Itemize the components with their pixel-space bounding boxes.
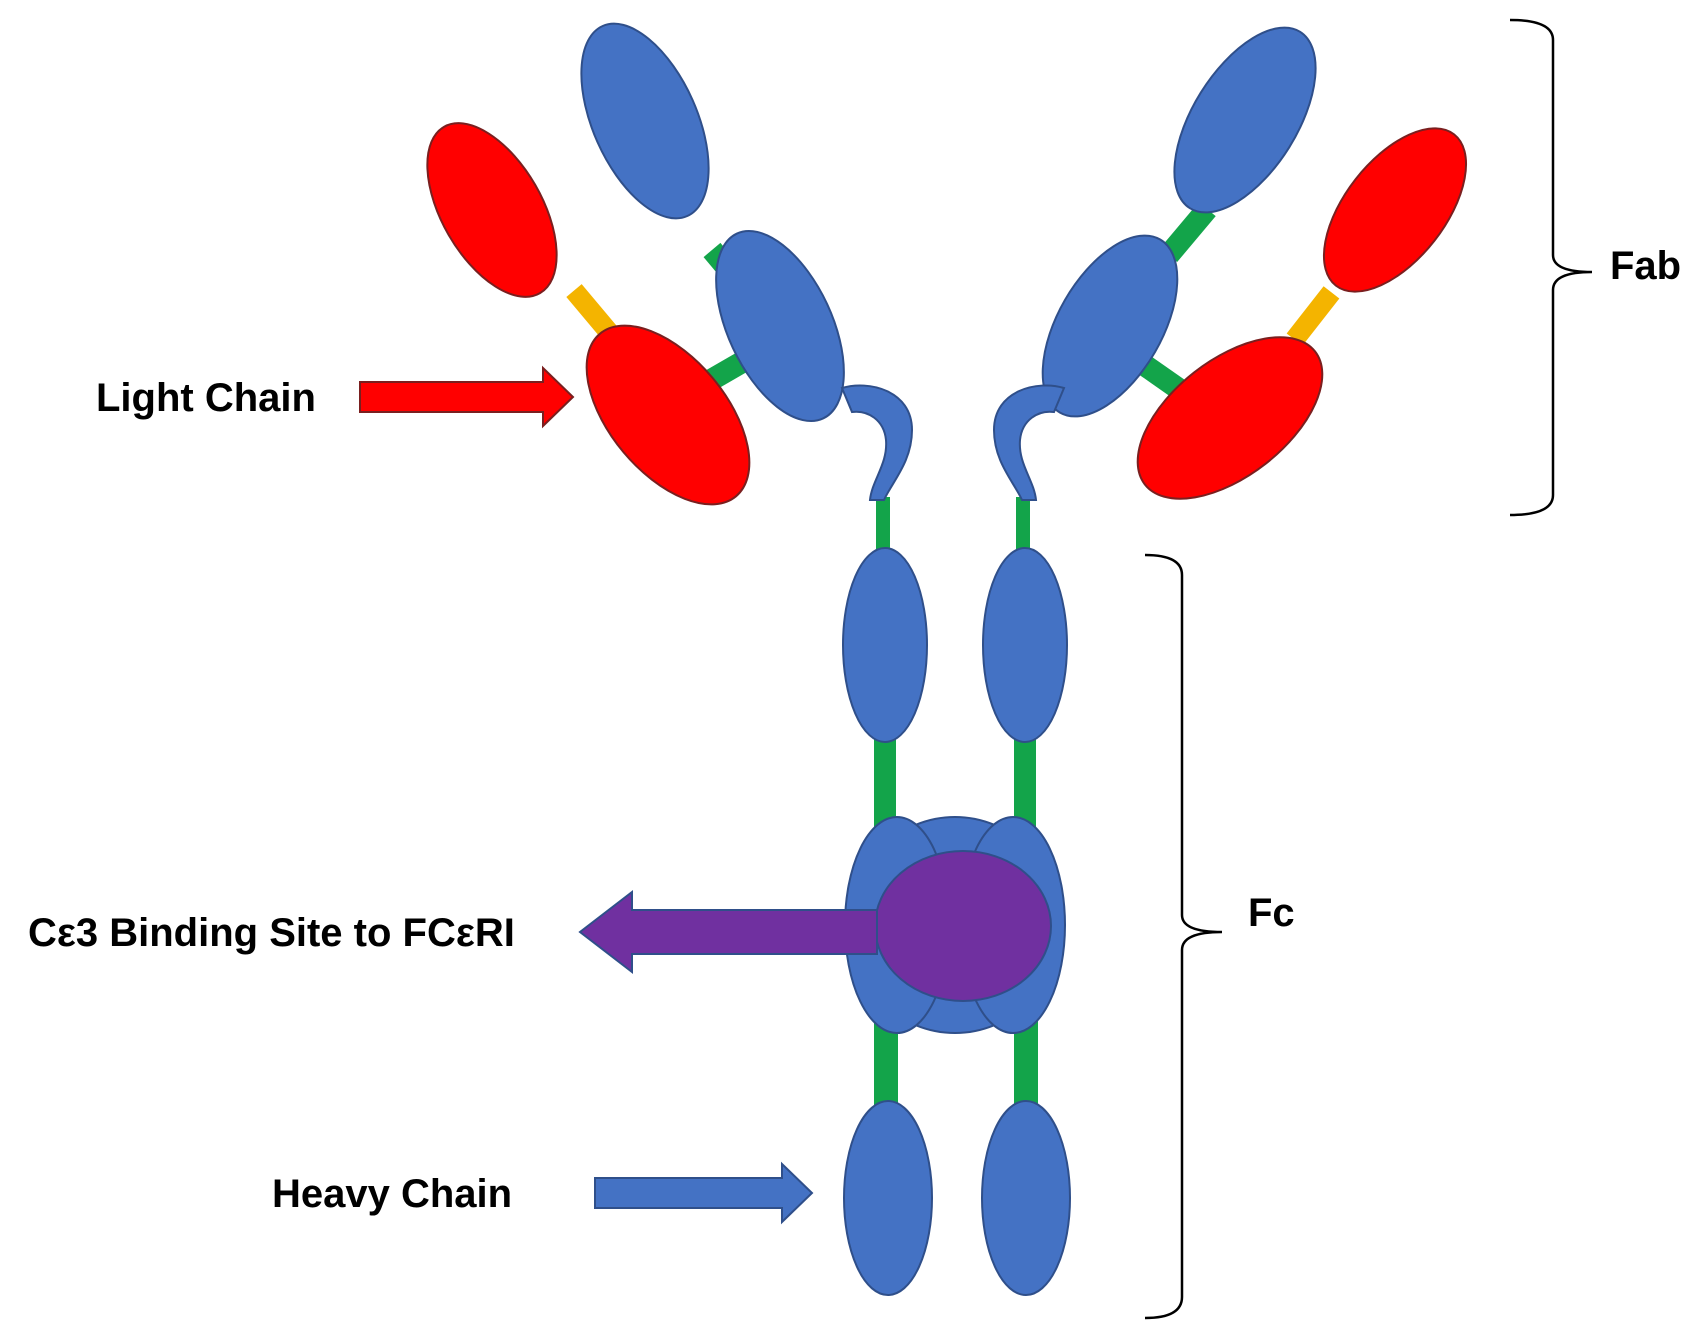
link-right-upper-stem (1014, 735, 1036, 835)
left-heavy-constant-domain (715, 229, 845, 423)
left-light-constant-domain (585, 324, 751, 506)
light-heavy-links (566, 284, 1340, 346)
left-light-variable-domain (426, 122, 558, 298)
left-fc-upper-domain (842, 547, 928, 743)
fc-label: Fc (1248, 891, 1295, 935)
link-left-hinge (876, 497, 890, 552)
left-fab-arm (426, 22, 914, 506)
fab-label: Fab (1610, 244, 1681, 288)
link-left-vl-cl (566, 284, 618, 340)
fc-brace (1144, 553, 1223, 1320)
binding-site-arrow (578, 889, 878, 975)
binding-site-arrow-icon (578, 889, 878, 975)
light-chain-label: Light Chain (96, 376, 316, 420)
right-light-variable-domain (1322, 127, 1468, 293)
light-chain-arrow-icon (359, 365, 575, 429)
right-light-constant-domain (1136, 336, 1324, 500)
fab-brace (1509, 18, 1593, 517)
binding-site-label: Cε3 Binding Site to FCεRI (28, 911, 515, 955)
left-fc-lower-domain (843, 1100, 933, 1296)
right-heavy-constant-domain (1041, 234, 1179, 418)
right-hinge-hook (992, 384, 1066, 501)
ce3-binding-site (874, 850, 1052, 1002)
light-chain-arrow (359, 365, 575, 429)
link-right-vh-ch1 (1160, 201, 1216, 263)
link-right-hinge (1016, 497, 1030, 552)
left-heavy-variable-domain (580, 22, 710, 220)
right-fab-arm (992, 26, 1468, 501)
heavy-chain-arrow-icon (594, 1161, 814, 1225)
right-fc-upper-domain (982, 547, 1068, 743)
link-left-upper-stem (874, 735, 896, 835)
left-hinge-hook (840, 384, 914, 501)
right-heavy-variable-domain (1173, 26, 1317, 214)
link-right-vl-cl (1286, 286, 1340, 346)
heavy-chain-arrow (594, 1161, 814, 1225)
heavy-chain-label: Heavy Chain (272, 1172, 512, 1216)
fc-stem (842, 547, 1071, 1296)
right-fc-lower-domain (981, 1100, 1071, 1296)
